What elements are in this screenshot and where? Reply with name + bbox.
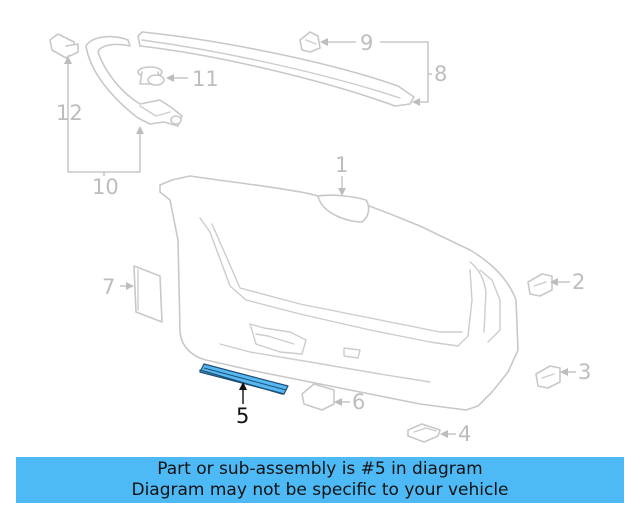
part-4-plate xyxy=(407,423,441,443)
part-12-clip xyxy=(49,33,79,59)
callout-11: 11 xyxy=(192,67,219,91)
callout-3: 3 xyxy=(578,360,591,384)
callout-10: 10 xyxy=(92,175,119,199)
part-7-side-trim xyxy=(133,265,163,323)
callout-6: 6 xyxy=(352,390,365,414)
part-10-pull-handle xyxy=(85,35,183,127)
part-1-liftgate-trim-panel xyxy=(159,175,519,411)
callout-labels: 1 2 3 4 5 6 7 8 9 10 11 12 xyxy=(56,31,591,446)
part-6-cover xyxy=(301,383,335,411)
callout-8: 8 xyxy=(434,62,447,86)
leader-lines xyxy=(64,38,576,438)
part-9-clip xyxy=(299,31,321,53)
callout-4: 4 xyxy=(458,422,471,446)
callout-1: 1 xyxy=(335,153,348,177)
banner-line-1: Part or sub-assembly is #5 in diagram xyxy=(157,459,483,479)
info-banner: Part or sub-assembly is #5 in diagram Di… xyxy=(16,457,624,503)
callout-7: 7 xyxy=(102,275,115,299)
banner-line-2: Diagram may not be specific to your vehi… xyxy=(131,480,509,500)
callout-12: 12 xyxy=(56,101,83,125)
part-11-push-pin xyxy=(137,66,165,86)
callout-9: 9 xyxy=(360,31,373,55)
part-2-clip xyxy=(527,273,553,297)
part-5-highlighted-strip[interactable] xyxy=(199,363,289,395)
callout-2: 2 xyxy=(572,270,585,294)
callout-5: 5 xyxy=(236,404,249,428)
parts-diagram: 1 2 3 4 5 6 7 8 9 10 11 12 xyxy=(49,31,591,446)
part-3-clip xyxy=(535,365,561,389)
part-8-upper-garnish xyxy=(137,31,415,107)
